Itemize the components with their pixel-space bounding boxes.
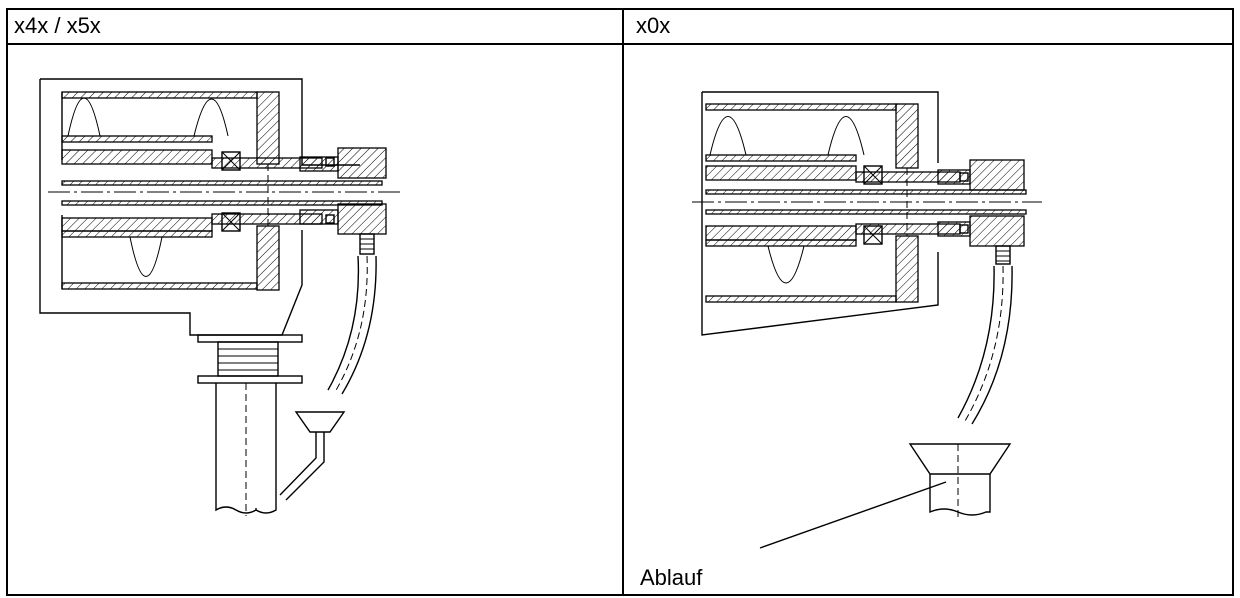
table-border-right bbox=[1232, 8, 1234, 596]
table-border-bottom bbox=[6, 594, 1234, 596]
drain-label: Ablauf bbox=[640, 565, 703, 590]
drawing-x4x-x5x bbox=[39, 78, 402, 516]
column-header-x4x-x5x: x4x / x5x bbox=[14, 13, 101, 38]
table-border-left bbox=[6, 8, 8, 596]
table-header-divider bbox=[6, 43, 1234, 45]
drawing-x0x bbox=[692, 91, 1042, 549]
column-header-x0x: x0x bbox=[636, 13, 671, 38]
table-column-divider bbox=[622, 8, 624, 596]
table-border-top bbox=[6, 8, 1234, 10]
